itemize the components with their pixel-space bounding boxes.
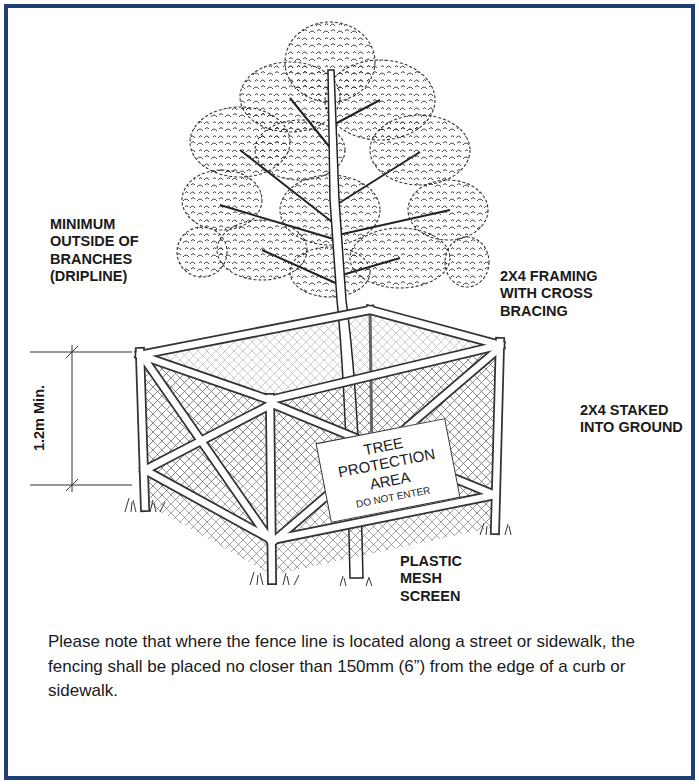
stake-label: 2X4 STAKED INTO GROUND bbox=[580, 402, 688, 437]
dripline-label: MINIMUM OUTSIDE OF BRANCHES (DRIPLINE) bbox=[50, 216, 170, 286]
mesh-label: PLASTIC MESH SCREEN bbox=[400, 553, 480, 605]
dimension-label: 1.2m Min. bbox=[31, 385, 48, 451]
framing-label: 2X4 FRAMING WITH CROSS BRACING bbox=[500, 268, 628, 320]
note-caption: Please note that where the fence line is… bbox=[48, 630, 653, 704]
